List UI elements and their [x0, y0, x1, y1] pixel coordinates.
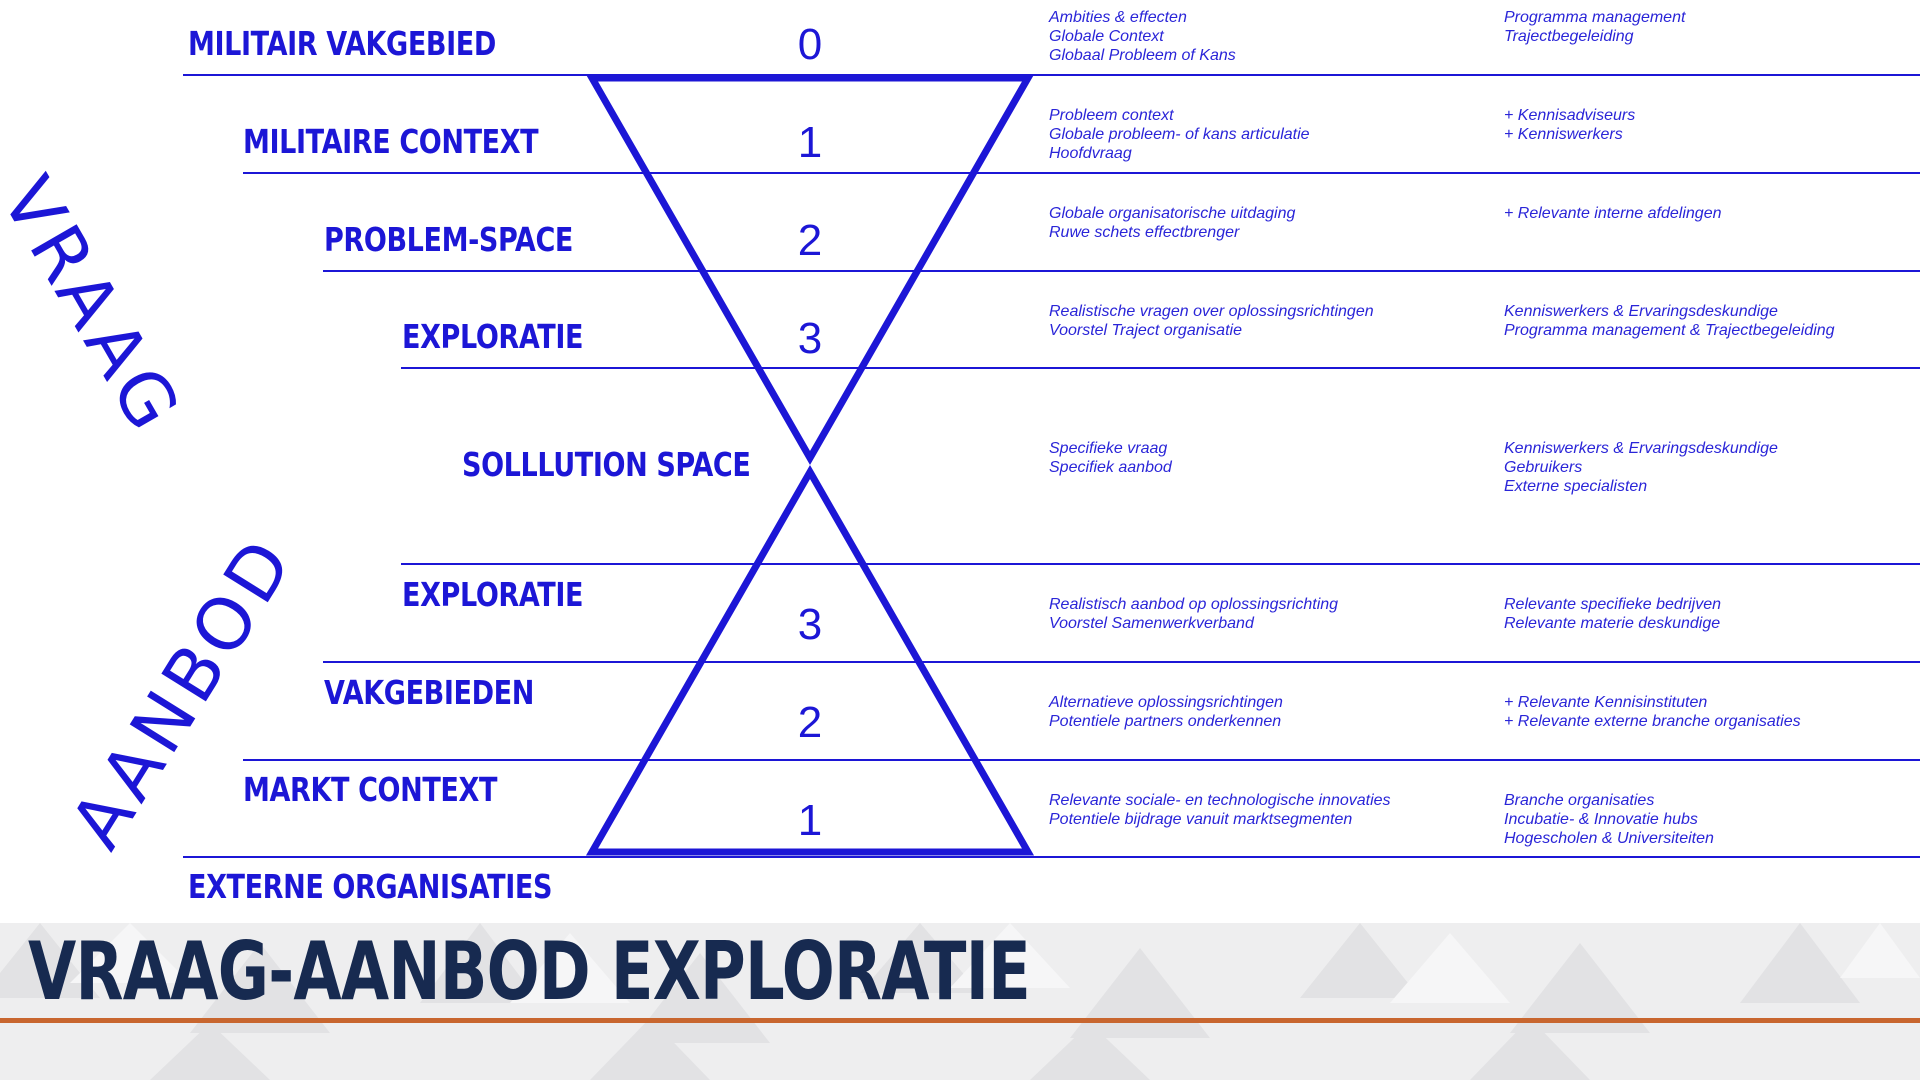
aanbod-triangle [585, 464, 1035, 856]
vraag-triangle [585, 74, 1035, 466]
row-actors: + Kennisadviseurs + Kenniswerkers [1504, 107, 1636, 143]
level-number: 1 [797, 118, 823, 167]
row-description: Realistische vragen over oplossingsricht… [1049, 303, 1374, 339]
row-description: Probleem context Globale probleem- of ka… [1049, 107, 1310, 162]
footer-band [0, 923, 1920, 1080]
level-number: 3 [797, 600, 823, 649]
row-label: SOLLLUTION SPACE [462, 445, 751, 484]
page-title: VRAAG-AANBOD EXPLORATIE [28, 925, 1031, 1018]
triangle-pattern [0, 923, 1920, 1080]
row-actors: Branche organisaties Incubatie- & Innova… [1504, 792, 1714, 847]
row-description: Realistisch aanbod op oplossingsrichting… [1049, 596, 1339, 632]
separator-line [243, 759, 1920, 761]
level-number: 2 [797, 698, 823, 747]
row-label: EXTERNE ORGANISATIES [188, 867, 553, 906]
row-label: MILITAIR VAKGEBIED [188, 24, 496, 63]
row-description: Specifieke vraag Specifiek aanbod [1049, 440, 1172, 476]
row-description: Alternatieve oplossingsrichtingen Potent… [1049, 694, 1283, 730]
separator-line [183, 74, 1920, 76]
level-number: 1 [797, 796, 823, 845]
separator-line [323, 270, 1920, 272]
level-number: 3 [797, 314, 823, 363]
row-actors: Kenniswerkers & Ervaringsdeskundige Prog… [1504, 303, 1835, 339]
separator-line [243, 172, 1920, 174]
row-label: VAKGEBIEDEN [324, 673, 534, 712]
row-label: EXPLORATIE [402, 575, 584, 614]
row-description: Ambities & effecten Globale Context Glob… [1049, 9, 1236, 64]
row-actors: Relevante specifieke bedrijven Relevante… [1504, 596, 1722, 632]
separator-line [401, 367, 1920, 369]
row-actors: Kenniswerkers & Ervaringsdeskundige Gebr… [1504, 440, 1778, 495]
orange-rule [0, 1018, 1920, 1023]
separator-line [401, 563, 1920, 565]
row-description: Globale organisatorische uitdaging Ruwe … [1049, 205, 1296, 241]
row-description: Relevante sociale- en technologische inn… [1049, 792, 1391, 828]
level-number: 2 [797, 216, 823, 265]
row-actors: + Relevante interne afdelingen [1504, 205, 1722, 222]
row-label: MILITAIRE CONTEXT [243, 122, 539, 161]
separator-line [323, 661, 1920, 663]
row-label: EXPLORATIE [402, 317, 584, 356]
level-number: 0 [797, 20, 823, 69]
row-label: PROBLEM-SPACE [324, 220, 573, 259]
row-actors: + Relevante Kennisinstituten + Relevante… [1504, 694, 1801, 730]
row-label: MARKT CONTEXT [243, 770, 498, 809]
separator-line [183, 856, 1920, 858]
row-actors: Programma management Trajectbegeleiding [1504, 9, 1686, 45]
